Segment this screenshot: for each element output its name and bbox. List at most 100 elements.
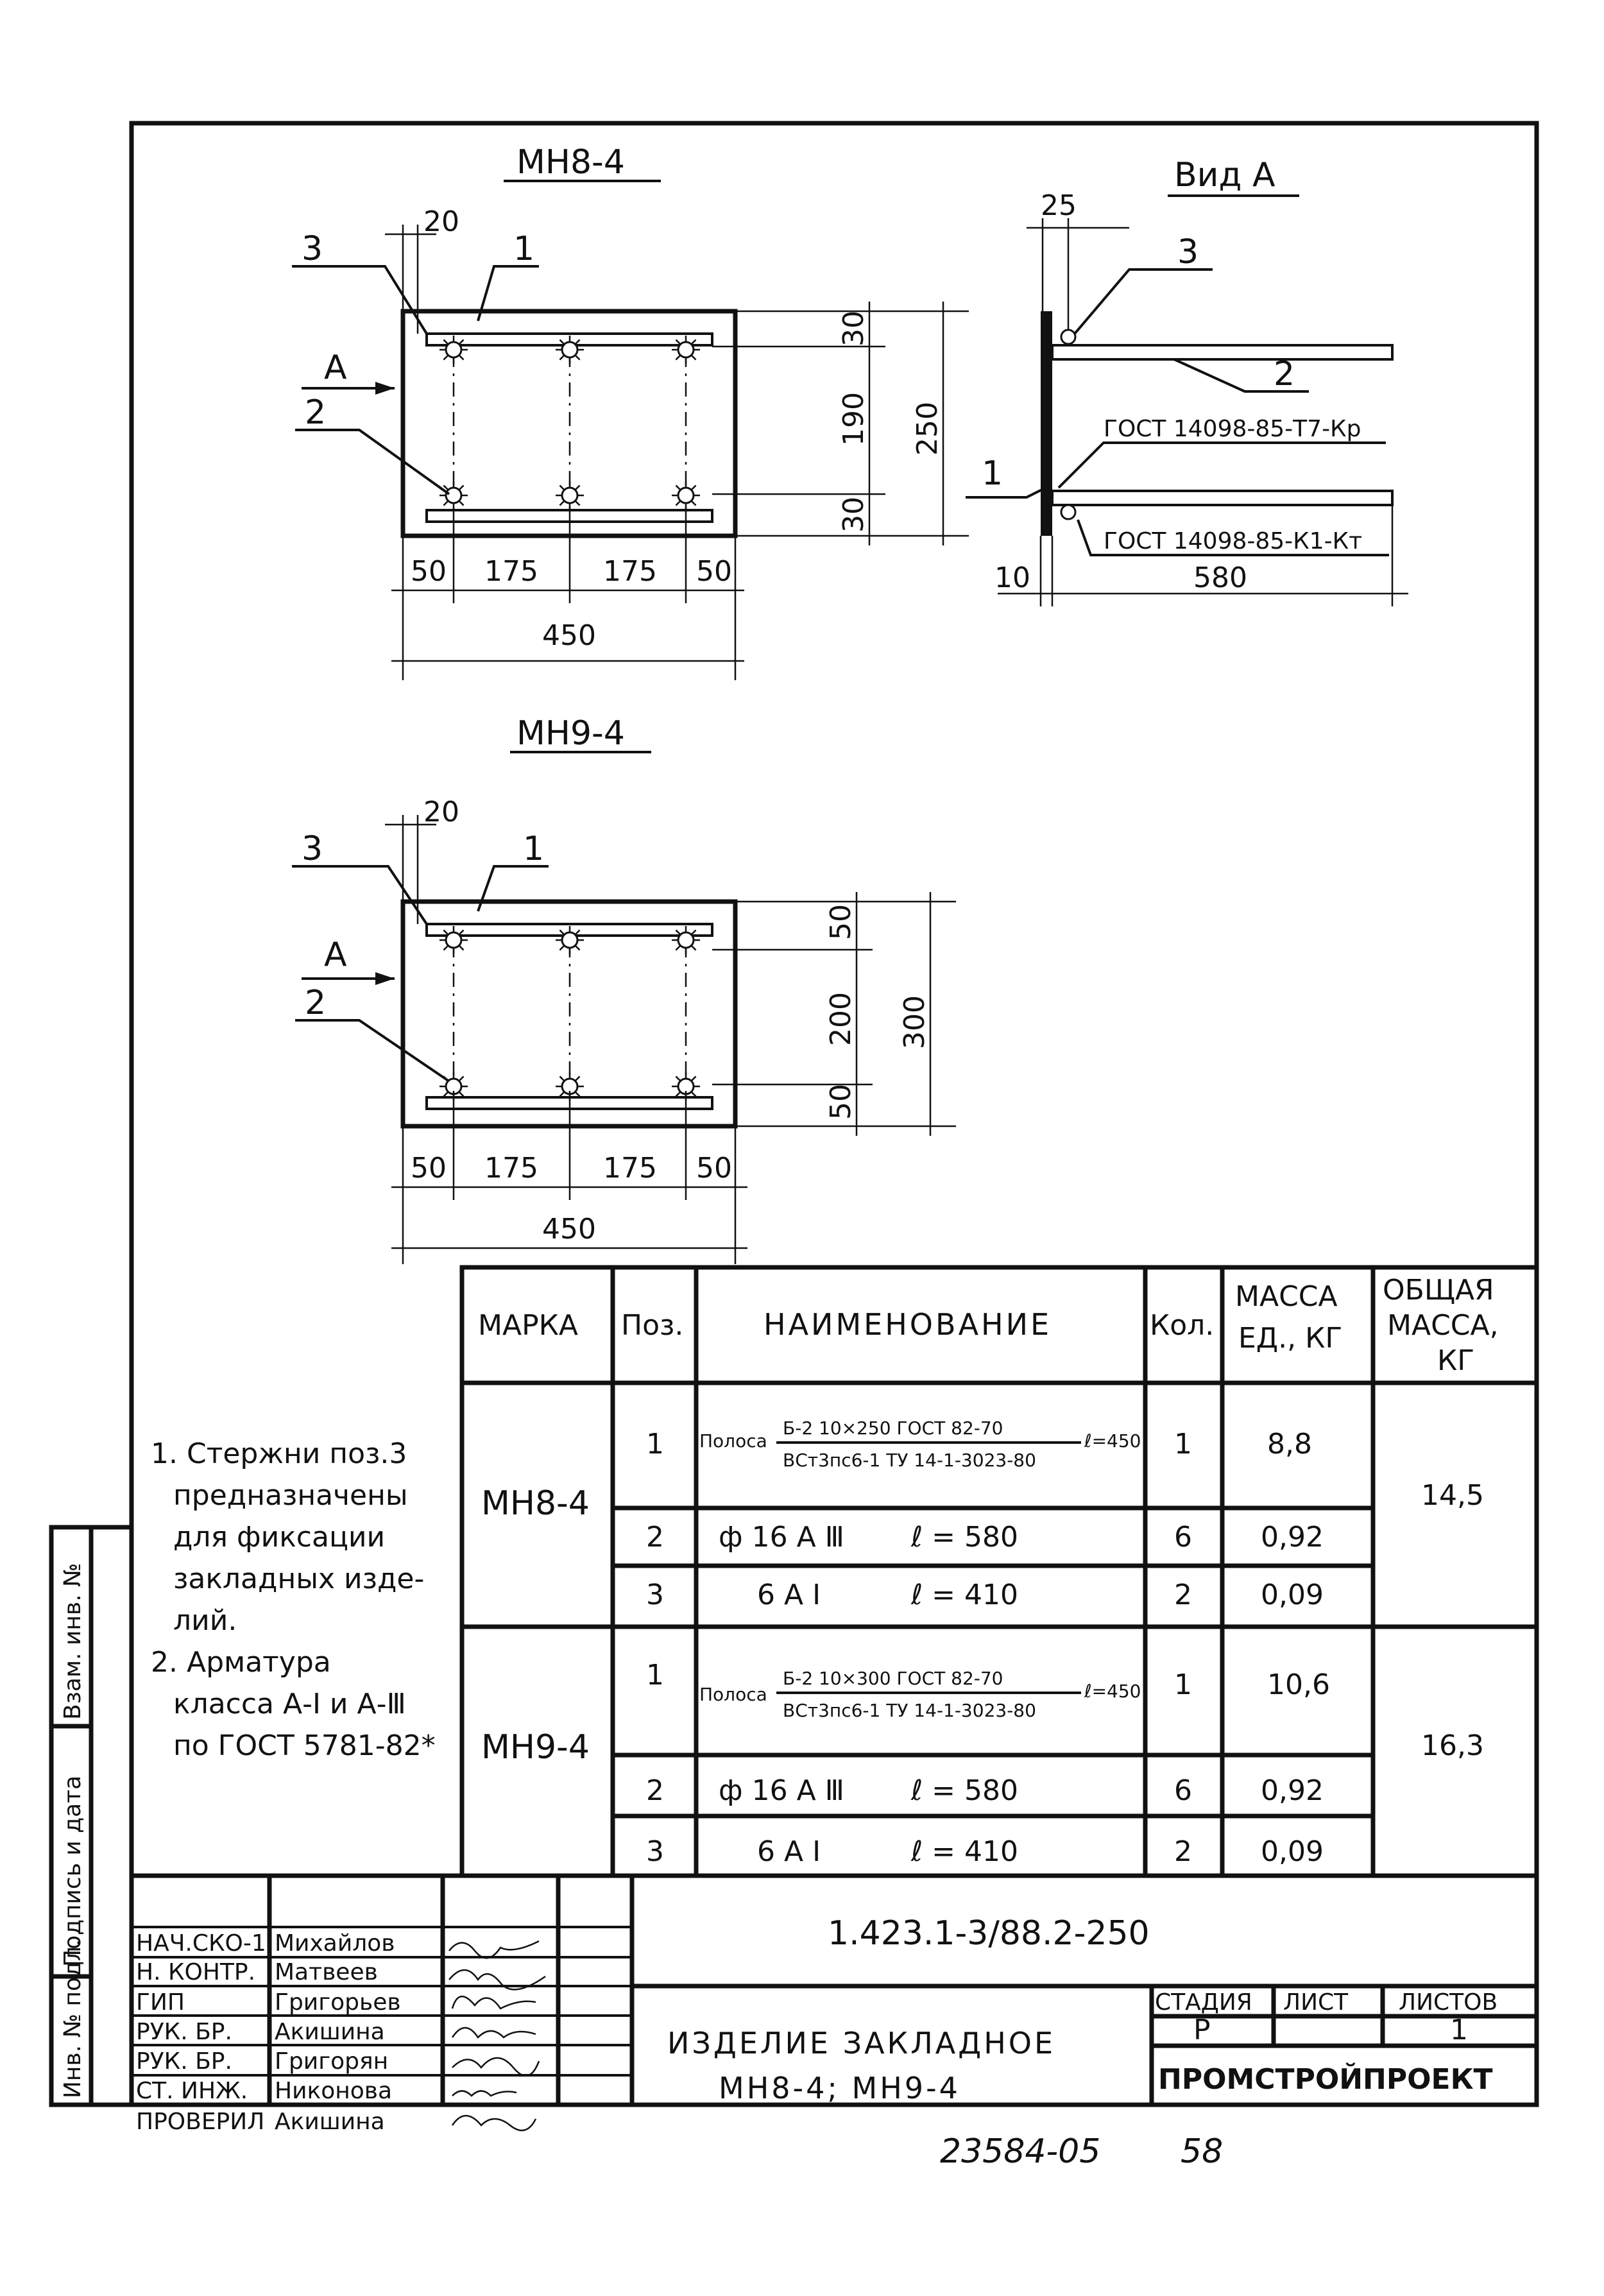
view-a-dim-580: 580 — [1193, 561, 1247, 594]
weld-ray — [675, 945, 681, 951]
weld-ray — [574, 484, 581, 491]
group-mark: МН8-4 — [481, 1484, 590, 1523]
header-mass-total: ОБЩАЯ — [1383, 1274, 1494, 1306]
weld-ray — [458, 339, 465, 345]
person-name: Григорьев — [275, 1989, 401, 2016]
mn9-arrow-label: А — [324, 936, 347, 974]
weld-ray — [559, 500, 565, 506]
weld-ray — [675, 929, 681, 936]
row-num: Б-2 10×300 ГОСТ 82-70 — [783, 1668, 1003, 1689]
row-mass: 10,6 — [1267, 1668, 1330, 1701]
group-total: 16,3 — [1421, 1729, 1484, 1762]
row-length: ℓ = 410 — [910, 1579, 1018, 1611]
mn9-dim-50d: 50 — [696, 1152, 732, 1185]
document-number: 23584-05 — [940, 2132, 1100, 2171]
mn9-dim-200: 200 — [824, 992, 857, 1046]
row-prefix: Полоса — [699, 1430, 767, 1452]
page-number: 58 — [1181, 2132, 1223, 2171]
weld-ray — [559, 354, 565, 361]
weld-ray — [675, 1091, 681, 1097]
weld-ray — [675, 339, 681, 345]
row-mass: 0,09 — [1261, 1579, 1324, 1611]
weld-note-bottom: ГОСТ 14098-85-К1-Кт — [1104, 528, 1362, 554]
weld-ray — [443, 945, 449, 951]
mn9-dim-300: 300 — [898, 995, 931, 1049]
weld-ray — [675, 500, 681, 506]
person-name: Михайлов — [275, 1930, 395, 1957]
mn8-dim-50b: 50 — [696, 555, 732, 588]
note-line: предназначены — [173, 1479, 408, 1512]
person-name: Акишина — [275, 2019, 385, 2045]
weld-ray — [443, 339, 449, 345]
person-role: НАЧ.СКО-1 — [136, 1930, 266, 1957]
person-role: РУК. БР. — [136, 2048, 232, 2075]
weld-ray — [559, 339, 565, 345]
row-mass: 0,09 — [1261, 1835, 1324, 1868]
mn9-view: МН9-4 3 1 А 2 20 50 200 50 300 — [292, 714, 956, 1264]
view-a-pos1-label: 1 — [982, 454, 1003, 493]
weld-ray — [690, 1075, 697, 1082]
header-name: НАИМЕНОВАНИЕ — [764, 1307, 1052, 1342]
weld-ray — [675, 484, 681, 491]
weld-note-top: ГОСТ 14098-85-Т7-Кр — [1104, 416, 1361, 442]
mn8-pos2-label: 2 — [305, 393, 326, 432]
weld-ray — [559, 1091, 565, 1097]
weld-mark — [677, 486, 695, 504]
weld-ray — [458, 929, 465, 936]
weld-ray — [675, 1075, 681, 1082]
row-pos: 2 — [646, 1774, 664, 1807]
notes: 1. Стержни поз.3 предназначены для фикса… — [151, 1437, 436, 1762]
view-a-pos2-label: 2 — [1274, 355, 1295, 393]
weld-ray — [690, 500, 697, 506]
row-name: ф 16 А Ⅲ — [719, 1774, 844, 1807]
weld-ray — [443, 354, 449, 361]
mn9-dim-50b: 50 — [824, 1084, 857, 1120]
row-pos: 3 — [646, 1579, 664, 1611]
weld-ray — [559, 929, 565, 936]
weld-ray — [443, 1091, 449, 1097]
note-line: для фиксации — [173, 1521, 385, 1554]
header-pos: Поз. — [621, 1309, 683, 1342]
product-title-line1: ИЗДЕЛИЕ ЗАКЛАДНОЕ — [667, 2026, 1055, 2060]
row-name: 6 А Ⅰ — [757, 1579, 821, 1611]
weld-ray — [443, 929, 449, 936]
weld-ray — [443, 500, 449, 506]
mn8-arrow-label: А — [324, 348, 347, 387]
row-suffix: ℓ=450 — [1084, 1681, 1141, 1702]
row-qty: 6 — [1174, 1774, 1192, 1807]
sheet-frame — [129, 121, 1539, 2107]
view-a-pos3-label: 3 — [1177, 233, 1199, 271]
mn8-pos1-label: 1 — [513, 230, 534, 268]
weld-mark — [445, 931, 463, 949]
mn8-dim-30a: 30 — [837, 311, 870, 347]
weld-ray — [690, 929, 697, 936]
mn8-dim-450: 450 — [542, 619, 596, 652]
person-role: ГИП — [136, 1989, 185, 2016]
mn8-dim-30b: 30 — [837, 497, 870, 533]
mn9-dim-175b: 175 — [603, 1152, 657, 1185]
weld-ray — [690, 945, 697, 951]
stage-label: СТАДИЯ — [1155, 1989, 1252, 2016]
mn9-dim-450: 450 — [542, 1213, 596, 1246]
side-stamp-inv: Инв. № подл. — [60, 1939, 86, 2098]
row-qty: 1 — [1174, 1668, 1192, 1701]
weld-ray — [458, 945, 465, 951]
weld-ray — [574, 339, 581, 345]
weld-ray — [574, 354, 581, 361]
sheets-label: ЛИСТОВ — [1399, 1989, 1497, 2016]
row-qty: 6 — [1174, 1521, 1192, 1554]
weld-ray — [559, 1075, 565, 1082]
row-pos: 1 — [646, 1428, 664, 1461]
weld-mark — [445, 341, 463, 359]
weld-ray — [574, 1091, 581, 1097]
note-line: класса А-Ⅰ и А-Ⅲ — [173, 1688, 406, 1720]
organization: ПРОМСТРОЙПРОЕКТ — [1158, 2062, 1493, 2096]
header-mass-unit-2: ЕД., КГ — [1238, 1322, 1342, 1355]
doc-code: 1.423.1-3/88.2-250 — [828, 1914, 1150, 1953]
row-pos: 1 — [646, 1659, 664, 1692]
side-stamp-replaced: Взам. инв. № — [60, 1563, 86, 1720]
weld-ray — [574, 929, 581, 936]
weld-ray — [675, 354, 681, 361]
row-name: ф 16 А Ⅲ — [719, 1521, 844, 1554]
